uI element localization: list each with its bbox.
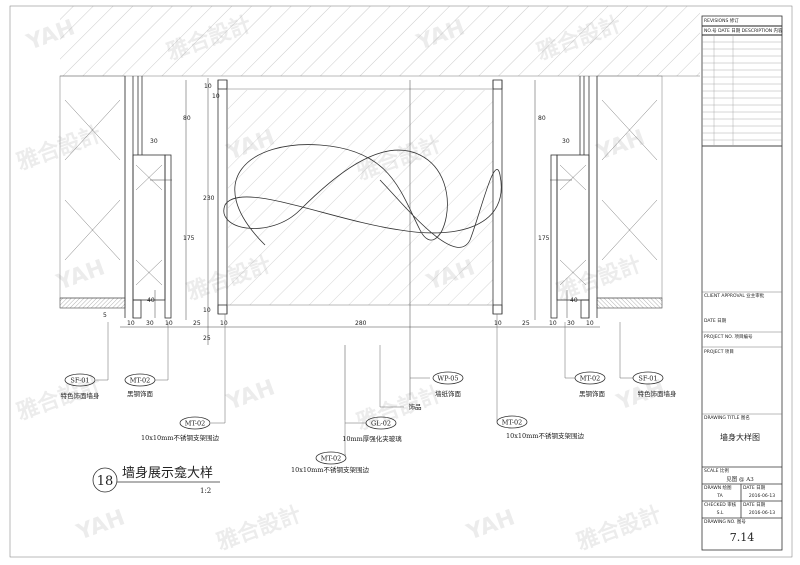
svg-text:YAH: YAH [73, 505, 129, 546]
drawing-number: 18 [97, 474, 114, 489]
svg-text:30: 30 [562, 138, 570, 145]
svg-text:YAH: YAH [53, 255, 109, 296]
callout-mt-02-frame-right: MT-02 10x10mm不锈钢支架围边 [496, 415, 585, 440]
svg-text:DATE 日期: DATE 日期 [743, 502, 766, 508]
svg-text:TA: TA [716, 493, 723, 499]
svg-text:DRAWING NO. 图号: DRAWING NO. 图号 [704, 519, 746, 525]
svg-text:80: 80 [183, 115, 191, 122]
svg-text:MT-02: MT-02 [580, 375, 601, 383]
callout-sf-01-left: SF-01 特色饰面墙身 [61, 373, 101, 400]
svg-text:饰品: 饰品 [409, 402, 422, 411]
svg-text:10: 10 [203, 307, 211, 314]
svg-text:SF-01: SF-01 [70, 377, 89, 385]
svg-text:10: 10 [127, 320, 135, 327]
svg-text:YAH: YAH [223, 375, 279, 416]
glass-display-frame [217, 79, 503, 315]
callout-mt-02-left: MT-02 黑钢饰面 [124, 373, 156, 398]
svg-text:雅合設計: 雅合設計 [573, 501, 665, 556]
svg-text:WP-05: WP-05 [437, 375, 458, 383]
svg-text:10mm厚强化夹玻璃: 10mm厚强化夹玻璃 [342, 434, 402, 443]
svg-text:雅合設計: 雅合設計 [13, 121, 105, 176]
right-wall-section [550, 75, 663, 319]
svg-text:30: 30 [146, 320, 154, 327]
callout-mt-02-frame-left: MT-02 10x10mm不锈钢支架围边 [141, 416, 220, 442]
svg-text:GL-02: GL-02 [371, 420, 391, 428]
svg-text:40: 40 [570, 297, 578, 304]
svg-text:30: 30 [150, 138, 158, 145]
svg-text:2016-06-13: 2016-06-13 [749, 510, 775, 516]
svg-text:黑钢饰面: 黑钢饰面 [127, 389, 154, 398]
ceiling-hatch [60, 6, 700, 76]
svg-text:DRAWN 绘图: DRAWN 绘图 [704, 484, 732, 491]
svg-text:10x10mm不锈钢支架围边: 10x10mm不锈钢支架围边 [141, 433, 220, 442]
svg-text:SF-01: SF-01 [638, 375, 657, 383]
callout-sf-01-right: SF-01 特色饰面墙身 [632, 371, 678, 398]
svg-text:SCALE 比例: SCALE 比例 [704, 467, 729, 474]
svg-text:DRAWING TITLE 图名: DRAWING TITLE 图名 [704, 414, 750, 421]
svg-text:280: 280 [355, 320, 367, 327]
svg-text:雅合設計: 雅合設計 [353, 381, 445, 436]
callout-ornament: 饰品 [409, 402, 422, 411]
svg-text:25: 25 [522, 320, 530, 327]
svg-text:DATE 日期: DATE 日期 [743, 485, 766, 491]
svg-text:MT-02: MT-02 [130, 377, 151, 385]
svg-text:特色饰面墙身: 特色饰面墙身 [61, 391, 101, 400]
svg-text:见图 @ A3: 见图 @ A3 [726, 475, 754, 483]
svg-text:MT-02: MT-02 [321, 455, 342, 463]
svg-text:5: 5 [103, 312, 107, 319]
svg-text:DATE 日期: DATE 日期 [704, 318, 727, 324]
svg-text:PROJECT NO. 项目编号: PROJECT NO. 项目编号 [704, 333, 753, 340]
drawing-title: 18 墙身展示龛大样 1:2 [92, 465, 220, 495]
svg-text:40: 40 [147, 297, 155, 304]
dimension-labels: 10 80 30 175 40 230 10 10 25 80 30 175 4… [103, 83, 594, 342]
svg-text:175: 175 [538, 235, 550, 242]
svg-text:10x10mm不锈钢支架围边: 10x10mm不锈钢支架围边 [291, 465, 370, 474]
svg-text:7.14: 7.14 [730, 531, 755, 544]
svg-text:30: 30 [567, 320, 575, 327]
svg-text:墙纸饰面: 墙纸饰面 [435, 389, 462, 398]
svg-text:S.L: S.L [717, 510, 724, 516]
svg-text:REVISIONS 修订: REVISIONS 修订 [704, 17, 739, 24]
title-block: REVISIONS 修订 NO.号 DATE 日期 DESCRIPTION 内容… [701, 15, 783, 551]
svg-text:PROJECT 项目: PROJECT 项目 [704, 349, 734, 355]
svg-text:10: 10 [165, 320, 173, 327]
wall-hatch [228, 90, 493, 305]
svg-text:10: 10 [204, 83, 212, 90]
svg-text:特色饰面墙身: 特色饰面墙身 [638, 389, 678, 398]
svg-text:CLIENT APPROVAL 业主审批: CLIENT APPROVAL 业主审批 [704, 292, 765, 299]
svg-text:10: 10 [220, 320, 228, 327]
svg-text:YAH: YAH [463, 505, 519, 546]
svg-text:10: 10 [494, 320, 502, 327]
callout-mt-02-center: MT-02 10x10mm不锈钢支架围边 [291, 451, 370, 474]
svg-text:230: 230 [203, 195, 215, 202]
callout-mt-02-right: MT-02 黑钢饰面 [574, 371, 606, 398]
svg-text:CHECKED 审核: CHECKED 审核 [704, 501, 737, 508]
svg-text:雅合設計: 雅合設計 [213, 501, 305, 556]
svg-text:MT-02: MT-02 [185, 420, 206, 428]
svg-text:MT-02: MT-02 [502, 419, 523, 427]
dimension-lines [120, 78, 600, 420]
svg-text:175: 175 [183, 235, 195, 242]
svg-text:墙身大样图: 墙身大样图 [720, 432, 760, 442]
svg-text:10: 10 [212, 93, 220, 100]
svg-text:NO.号 DATE 日期 DESCRIPTION 内容: NO.号 DATE 日期 DESCRIPTION 内容 [704, 27, 783, 34]
svg-text:10: 10 [586, 320, 594, 327]
svg-text:25: 25 [193, 320, 201, 327]
callout-wp-05: WP-05 墙纸饰面 [432, 371, 464, 398]
decorative-ornament [223, 144, 502, 248]
svg-text:黑钢饰面: 黑钢饰面 [579, 389, 606, 398]
svg-text:10: 10 [549, 320, 557, 327]
left-wall-section [59, 75, 172, 319]
drawing-title-text: 墙身展示龛大样 [122, 465, 213, 481]
callout-gl-02: GL-02 10mm厚强化夹玻璃 [342, 416, 402, 443]
svg-text:25: 25 [203, 335, 211, 342]
svg-text:YAH: YAH [593, 125, 649, 166]
svg-text:80: 80 [538, 115, 546, 122]
svg-text:10x10mm不锈钢支架围边: 10x10mm不锈钢支架围边 [506, 431, 585, 440]
leader-lines [96, 314, 633, 456]
drawing-scale: 1:2 [200, 487, 211, 495]
svg-text:2016-06-13: 2016-06-13 [749, 493, 775, 499]
